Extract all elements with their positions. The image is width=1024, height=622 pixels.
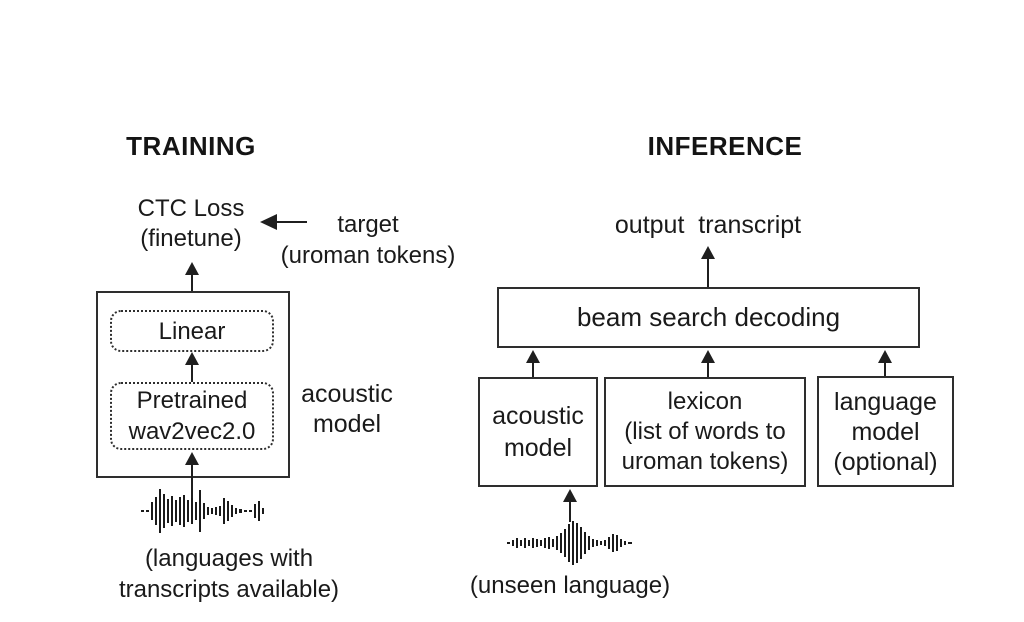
training-caption-line1: (languages with xyxy=(144,545,314,572)
language-model-line1: language xyxy=(834,387,937,416)
acoustic-model-side-label: acoustic model xyxy=(293,379,401,439)
arrow-up-shaft xyxy=(707,256,709,287)
arrow-up-icon xyxy=(701,350,715,363)
linear-layer-label: Linear xyxy=(158,317,226,345)
inference-acoustic-model-box: acoustic model xyxy=(478,377,598,487)
arrow-up-shaft xyxy=(707,360,709,377)
language-model-line2: model xyxy=(851,417,920,446)
lexicon-line2: (list of words to xyxy=(624,418,786,445)
arrow-up-icon xyxy=(563,489,577,502)
acoustic-model-side-line2: model xyxy=(312,410,382,438)
inference-acoustic-line2: model xyxy=(503,434,573,462)
training-caption-line2: transcripts available) xyxy=(118,576,340,603)
linear-layer-box: Linear xyxy=(110,310,274,352)
arrow-up-shaft xyxy=(532,360,534,377)
lexicon-box: lexicon (list of words to uroman tokens) xyxy=(604,377,806,487)
arrow-up-icon xyxy=(185,452,199,465)
pretrained-wav2vec-box: Pretrained wav2vec2.0 xyxy=(110,382,274,450)
pretrained-line1: Pretrained xyxy=(136,387,248,414)
inference-section-title: INFERENCE xyxy=(647,131,803,161)
arrow-left-head xyxy=(260,214,277,230)
lexicon-line3: uroman tokens) xyxy=(621,448,789,475)
training-caption: (languages with transcripts available) xyxy=(103,543,355,605)
arrow-up-icon xyxy=(526,350,540,363)
ctc-loss-label: CTC Loss (finetune) xyxy=(106,194,276,254)
target-label: target (uroman tokens) xyxy=(268,209,468,271)
beam-search-decoding-box: beam search decoding xyxy=(497,287,920,348)
target-line2: (uroman tokens) xyxy=(280,242,456,269)
language-model-line3: (optional) xyxy=(833,447,938,476)
arrow-up-shaft xyxy=(884,360,886,377)
arrow-up-icon xyxy=(878,350,892,363)
acoustic-model-side-line1: acoustic xyxy=(301,380,393,408)
arrow-left-shaft xyxy=(274,221,307,223)
target-line1: target xyxy=(337,211,399,238)
inference-caption: (unseen language) xyxy=(469,572,671,599)
audio-waveform-icon xyxy=(507,521,632,565)
output-transcript-label: output transcript xyxy=(614,211,802,239)
inference-acoustic-line1: acoustic xyxy=(492,402,584,430)
language-model-box: language model (optional) xyxy=(817,376,954,487)
arrow-up-shaft xyxy=(569,499,571,522)
ctc-loss-line2: (finetune) xyxy=(140,225,242,252)
pretrained-line2: wav2vec2.0 xyxy=(128,418,256,445)
beam-search-decoding-label: beam search decoding xyxy=(576,302,841,332)
arrow-up-icon xyxy=(185,262,199,275)
arrow-up-icon xyxy=(185,352,199,365)
audio-waveform-icon xyxy=(141,489,264,533)
training-section-title: TRAINING xyxy=(126,131,256,161)
ctc-loss-line1: CTC Loss xyxy=(137,195,245,222)
lexicon-line1: lexicon xyxy=(667,388,743,415)
arrow-up-shaft xyxy=(191,362,193,382)
arrow-up-shaft xyxy=(191,462,193,498)
arrow-up-icon xyxy=(701,246,715,259)
